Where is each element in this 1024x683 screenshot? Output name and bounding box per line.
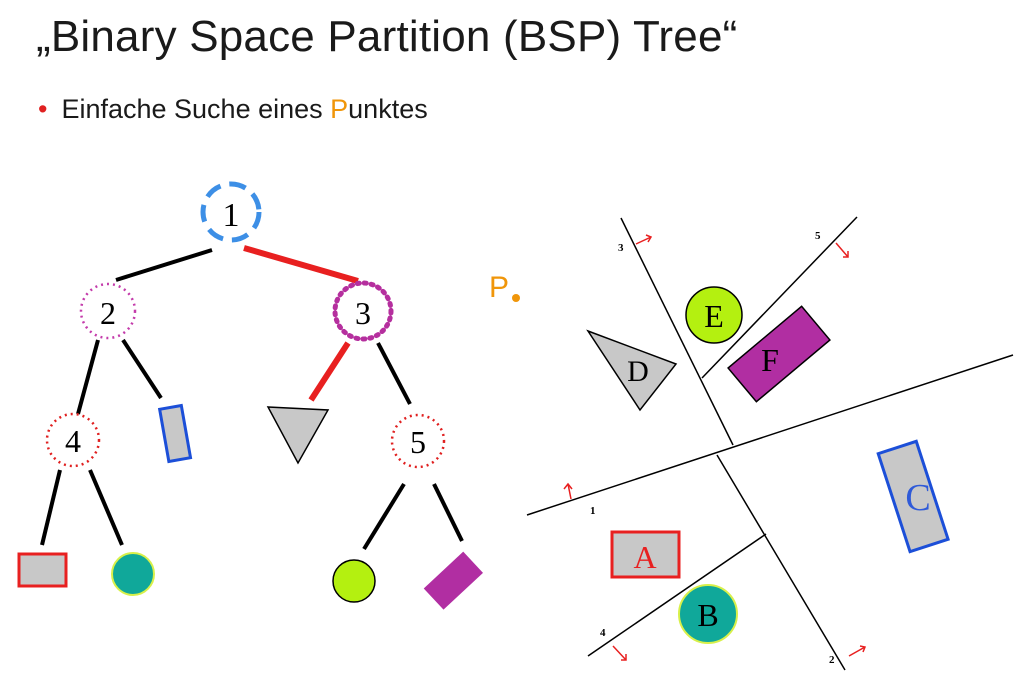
line-label-2: 2 <box>829 654 835 666</box>
region-b-circle <box>678 584 738 644</box>
normal-arrow-5 <box>835 242 849 258</box>
point-p-label: P <box>489 271 509 304</box>
bullet-point: • Einfache Suche eines Punktes <box>38 94 428 125</box>
tree-leaf-rect-c <box>157 403 193 464</box>
region-e-circle <box>685 286 743 344</box>
partition-line-5 <box>701 216 858 379</box>
normal-arrow-3-head <box>645 234 653 243</box>
tree-edge-3-triangle-search-path <box>308 341 351 402</box>
region-a-rect <box>610 530 681 579</box>
tree-edge-5-leaf-circle <box>362 482 406 551</box>
normal-arrow-3 <box>635 236 652 245</box>
tree-leaf-circle-b <box>111 552 155 596</box>
region-d-triangle <box>586 329 678 412</box>
tree-node-5 <box>390 413 446 469</box>
tree-edge-4-leaf-circle <box>88 469 124 546</box>
tree-leaf-rect-f <box>423 551 484 610</box>
region-f-label: F <box>761 342 779 378</box>
line-label-4: 4 <box>600 627 606 639</box>
tree-node-4 <box>45 412 101 468</box>
region-e-label: E <box>704 298 724 334</box>
bullet-text-before: Einfache Suche eines <box>61 94 331 124</box>
bullet-highlight-letter: P <box>330 94 349 124</box>
tree-leaf-triangle-d <box>266 406 330 465</box>
partition-line-4 <box>587 533 767 657</box>
slide-title: „Binary Space Partition (BSP) Tree“ <box>36 12 738 61</box>
tree-edge-1-2 <box>115 248 213 282</box>
bsp-scene: 1 2 3 4 5 D E F C A B <box>526 216 1014 671</box>
bsp-tree: 1 2 3 4 5 <box>17 181 484 610</box>
region-a-label: A <box>633 539 656 575</box>
region-d-label: D <box>627 355 649 388</box>
tree-edge-5-leaf-rect <box>432 483 464 542</box>
tree-edge-4-leaf-rect <box>40 469 62 546</box>
tree-edge-2-rect <box>121 338 163 400</box>
tree-node-3 <box>332 280 394 342</box>
tree-node-1-label: 1 <box>223 197 240 234</box>
tree-node-1 <box>200 181 262 243</box>
partition-line-2 <box>716 454 846 671</box>
normal-arrow-2-head <box>859 645 867 653</box>
region-b-label: B <box>697 597 718 633</box>
tree-node-4-label: 4 <box>65 423 81 459</box>
region-c-rect <box>876 439 950 554</box>
region-c-label: C <box>905 477 930 519</box>
query-point: P <box>489 271 520 304</box>
normal-arrow-4-head <box>621 654 627 661</box>
tree-leaf-circle-e <box>332 559 376 603</box>
normal-arrow-5-head <box>843 251 849 258</box>
line-label-5: 5 <box>815 230 821 242</box>
tree-leaf-rect-a <box>17 552 68 588</box>
normal-arrow-1-head <box>563 482 573 490</box>
tree-node-2-label: 2 <box>100 295 116 331</box>
line-label-3: 3 <box>618 242 624 254</box>
bullet-text-after: unktes <box>348 94 428 124</box>
normal-arrow-2 <box>848 646 866 657</box>
normal-arrows <box>563 234 867 661</box>
normal-arrow-4 <box>612 645 627 661</box>
tree-edge-2-4 <box>76 339 100 415</box>
tree-edge-3-5 <box>376 342 412 405</box>
partition-line-1 <box>526 354 1014 516</box>
bullet-marker: • <box>38 94 48 124</box>
tree-node-3-label: 3 <box>355 295 371 331</box>
tree-edge-1-3-search-path <box>243 245 359 284</box>
tree-node-2 <box>79 282 137 340</box>
line-label-1: 1 <box>590 505 596 517</box>
region-f-rect <box>727 305 831 403</box>
tree-node-5-label: 5 <box>410 424 426 460</box>
partition-line-3 <box>620 217 734 446</box>
normal-arrow-1 <box>567 483 572 500</box>
point-p-dot <box>512 294 520 302</box>
